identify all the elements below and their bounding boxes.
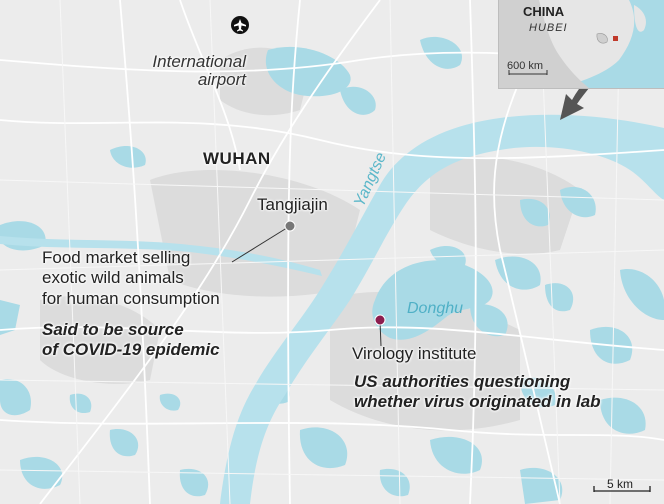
institute-note-line-2: whether virus originated in lab bbox=[354, 392, 601, 412]
food-market-note: Said to be source of COVID-19 epidemic bbox=[42, 320, 220, 361]
lake-label: Donghu bbox=[407, 300, 464, 317]
inset-scale-label: 600 km bbox=[507, 60, 544, 72]
food-market-marker[interactable] bbox=[284, 220, 296, 232]
institute-label: Virology institute bbox=[352, 344, 477, 363]
airport-label-line-1: International bbox=[152, 52, 246, 71]
airport-label: International airport bbox=[136, 53, 246, 89]
inset-locator-map: CHINA HUBEI 600 km bbox=[498, 0, 664, 89]
scale-bar bbox=[593, 486, 651, 492]
inset-province-label: HUBEI bbox=[529, 22, 568, 34]
inset-canvas bbox=[499, 0, 664, 88]
district-label: Tangjiajin bbox=[257, 195, 328, 214]
food-market-line-2: exotic wild animals bbox=[42, 268, 184, 288]
airplane-icon[interactable] bbox=[231, 16, 249, 34]
food-market-line-3: for human consumption bbox=[42, 288, 220, 308]
food-market-note-line-2: of COVID-19 epidemic bbox=[42, 340, 220, 360]
food-market-label: Food market selling exotic wild animals … bbox=[42, 248, 220, 309]
han-river bbox=[0, 236, 322, 276]
food-market-line-1: Food market selling bbox=[42, 248, 191, 267]
food-market-leader bbox=[231, 225, 291, 263]
inset-location-marker bbox=[613, 36, 618, 41]
institute-note: US authorities questioning whether virus… bbox=[354, 372, 601, 413]
scale-label: 5 km bbox=[607, 477, 634, 491]
food-market-note-line-1: Said to be source bbox=[42, 320, 184, 339]
inset-country-label: CHINA bbox=[523, 4, 565, 19]
airport-label-line-2: airport bbox=[197, 69, 246, 89]
virology-institute-marker[interactable] bbox=[374, 314, 386, 326]
city-label: WUHAN bbox=[203, 149, 271, 168]
institute-note-line-1: US authorities questioning bbox=[354, 372, 571, 391]
